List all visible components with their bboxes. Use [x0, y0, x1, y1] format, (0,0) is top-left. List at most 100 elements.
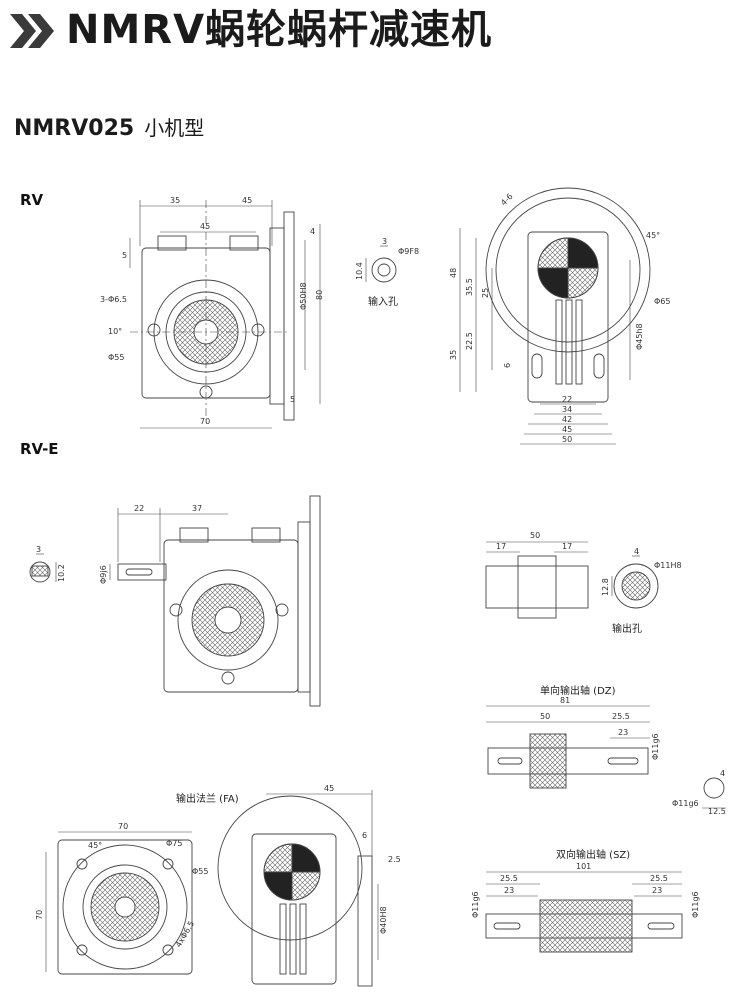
- fa-side-view: [217, 790, 379, 987]
- rv-side-foot-slot-left: [531, 353, 543, 379]
- output-hole-side-view: [485, 541, 589, 619]
- rv-side-housing: [527, 231, 609, 403]
- dim-label: 50: [540, 712, 550, 721]
- sz-shaft-hub: [539, 899, 633, 953]
- rv-front-view: [129, 200, 321, 429]
- dim-label: 34: [562, 405, 572, 414]
- caption-double-shaft: 双向输出轴 (SZ): [556, 848, 630, 861]
- dim-label: 12.5: [708, 807, 726, 816]
- section-label-rv: RV: [20, 191, 44, 209]
- rv-front-bolt-hole-right: [251, 323, 265, 337]
- rv-input-hole-circle: [371, 257, 397, 283]
- dim-label: 23: [618, 728, 628, 737]
- sz-shaft-dims: 101 25.5 25.5 23 23 Φ11g6 Φ11g6: [471, 862, 700, 918]
- rve-front-view: [109, 495, 321, 707]
- double-chevron-icon: [10, 14, 54, 48]
- dim-label: Φ11H8: [654, 561, 682, 570]
- rve-key-dims: 3 10.2: [36, 545, 66, 582]
- rv-side-shaft-slot-3: [575, 299, 583, 385]
- dim-label: 3-Φ6.5: [100, 295, 127, 304]
- fa-front-bore: [114, 896, 136, 918]
- dim-label: 25: [481, 288, 490, 298]
- dim-label: Φ9F8: [398, 247, 419, 256]
- dim-label: 45: [242, 196, 252, 205]
- rve-front-flange-plate: [297, 521, 311, 693]
- dim-label: 10.4: [355, 262, 364, 280]
- fa-side-shaft-slot-2: [289, 903, 297, 975]
- model-size-label: 小机型: [144, 116, 205, 140]
- fa-side-shaft-slot-1: [279, 903, 287, 975]
- caption-output-flange: 输出法兰 (FA): [176, 792, 239, 805]
- dim-label: Φ45h8: [635, 323, 644, 350]
- output-hole-body: [485, 565, 589, 609]
- dim-label: 6: [503, 363, 512, 368]
- dz-shaft-hub: [529, 733, 567, 789]
- output-hole-end-circle: [613, 563, 659, 609]
- header-bar: NMRV蜗轮蜗杆减速机: [0, 0, 750, 60]
- rv-front-dims: 35 45 45 5 3-Φ6.5 10° Φ55 70 4 Φ50H8 80 …: [100, 196, 324, 426]
- dim-label: Φ11g6: [471, 891, 480, 918]
- dim-label: Φ75: [166, 839, 182, 848]
- dim-label: 35: [449, 350, 458, 360]
- dim-label: 17: [562, 542, 572, 551]
- dim-label: 10.2: [57, 564, 66, 582]
- dim-label: 35: [170, 196, 180, 205]
- dim-label: 25.5: [500, 874, 518, 883]
- rve-key-view: [29, 553, 57, 583]
- rve-front-top-lug-right: [251, 527, 281, 543]
- rv-front-top-lug-right: [229, 235, 259, 251]
- fa-front-bolt-hole-1: [76, 858, 88, 870]
- dim-label: 12.8: [601, 578, 610, 596]
- dim-label: 45: [200, 222, 210, 231]
- dim-label: Φ55: [108, 353, 124, 362]
- output-hole-end-view: [611, 555, 659, 609]
- rve-front-bolt-hole-bottom: [221, 671, 235, 685]
- dim-label: 4: [634, 547, 639, 556]
- fa-front-bolt-hole-4: [162, 944, 174, 956]
- dim-label: 22: [134, 504, 144, 513]
- dz-key-circle: [703, 777, 725, 799]
- rv-side-inner-circle: [495, 197, 641, 343]
- dim-label: 25.5: [650, 874, 668, 883]
- rv-input-hole-dims: 3 Φ9F8 10.4: [355, 237, 419, 280]
- sz-keyway-left: [493, 922, 521, 930]
- dim-label: 80: [315, 290, 324, 300]
- dim-label: Φ65: [654, 297, 670, 306]
- section-label-rv-e: RV-E: [20, 440, 59, 458]
- dim-label: 45°: [88, 841, 102, 850]
- output-hole-side-dims: 50 17 17: [496, 531, 572, 551]
- rv-side-shaft-slot-1: [555, 299, 563, 385]
- dim-label: 45°: [646, 231, 660, 240]
- dim-label: 45: [324, 784, 334, 793]
- rve-front-bolt-hole-left: [169, 603, 183, 617]
- dim-label: 23: [504, 886, 514, 895]
- dz-shaft-view: [486, 705, 726, 809]
- rve-front-top-lug-left: [179, 527, 209, 543]
- dim-label: 45: [562, 425, 572, 434]
- rv-front-flange-plate: [269, 227, 285, 405]
- dim-label: 101: [576, 862, 591, 871]
- output-hole-end-dims: 4 Φ11H8 12.8: [601, 547, 682, 596]
- fa-front-square: [57, 839, 193, 975]
- dim-label: 3: [36, 545, 41, 554]
- rv-input-hole-bore: [377, 263, 391, 277]
- dim-label: 17: [496, 542, 506, 551]
- caption-output-hole: 输出孔: [612, 622, 642, 635]
- fa-side-flange-plate: [357, 855, 373, 987]
- rve-key-circle: [29, 561, 51, 583]
- fa-front-mid-circle: [82, 864, 168, 950]
- model-name: NMRV025: [14, 116, 135, 141]
- dim-label: 4xΦ6.5: [174, 920, 196, 949]
- dim-label: 10°: [108, 327, 122, 336]
- dim-label: Φ55: [192, 867, 208, 876]
- rve-key-hatch: [31, 565, 49, 577]
- rve-front-outer-ring: [177, 569, 279, 671]
- dim-label: 50: [530, 531, 540, 540]
- dim-label: 4: [720, 769, 725, 778]
- dim-label: 70: [200, 417, 210, 426]
- dim-label: 5: [122, 251, 127, 260]
- dim-label: 70: [118, 822, 128, 831]
- rv-side-dims: 4-6 45° 48 35.5 25 Φ65 Φ45h8 22.5 35 6 2…: [449, 192, 670, 444]
- dim-label: 81: [560, 696, 570, 705]
